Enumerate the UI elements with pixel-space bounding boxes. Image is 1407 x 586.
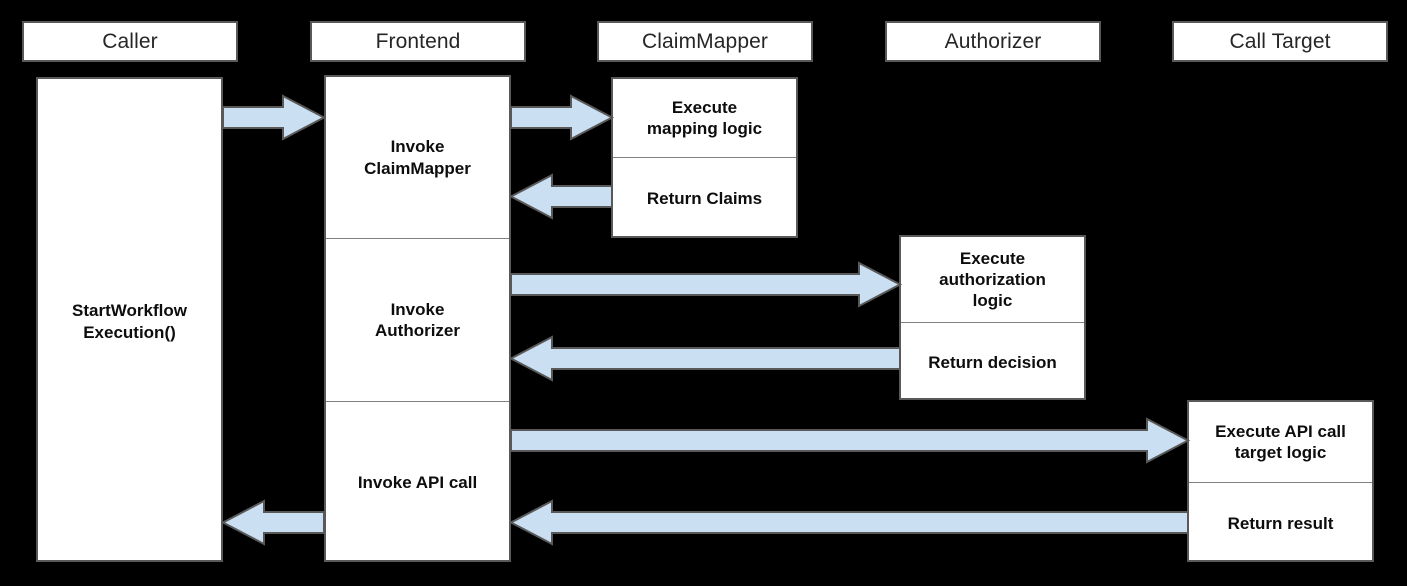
activation-authorizer-segment-return-decision: Return decision xyxy=(901,322,1084,402)
lifeline-header-authorizer-label: Authorizer xyxy=(944,29,1042,53)
message-arrow-calltarget-to-frontend[interactable] xyxy=(508,499,1189,546)
lifeline-header-authorizer[interactable]: Authorizer xyxy=(885,21,1101,62)
message-arrow-frontend-to-authorizer[interactable] xyxy=(510,261,903,308)
lifeline-header-frontend-label: Frontend xyxy=(375,29,461,53)
message-arrow-frontend-to-calltarget[interactable] xyxy=(510,417,1191,464)
lifeline-header-frontend[interactable]: Frontend xyxy=(310,21,526,62)
message-arrow-authorizer-to-frontend[interactable] xyxy=(508,335,901,382)
message-arrow-frontend-to-claimmapper[interactable] xyxy=(510,94,615,141)
message-arrow-frontend-to-caller[interactable] xyxy=(220,499,325,546)
lifeline-header-claimmapper-label: ClaimMapper xyxy=(642,29,768,53)
activation-claimmapper-segment-return-claims: Return Claims xyxy=(613,157,796,240)
lifeline-header-caller[interactable]: Caller xyxy=(22,21,238,62)
lifeline-header-claimmapper[interactable]: ClaimMapper xyxy=(597,21,813,62)
lifeline-header-caller-label: Caller xyxy=(102,29,158,53)
activation-calltarget-segment-return-result: Return result xyxy=(1189,482,1372,564)
activation-frontend-segment-invoke-api-call: Invoke API call xyxy=(326,401,509,564)
message-arrow-caller-to-frontend[interactable] xyxy=(222,94,327,141)
lifeline-header-calltarget-label: Call Target xyxy=(1229,29,1331,53)
lifeline-header-calltarget[interactable]: Call Target xyxy=(1172,21,1388,62)
message-arrow-claimmapper-to-frontend[interactable] xyxy=(508,173,613,220)
